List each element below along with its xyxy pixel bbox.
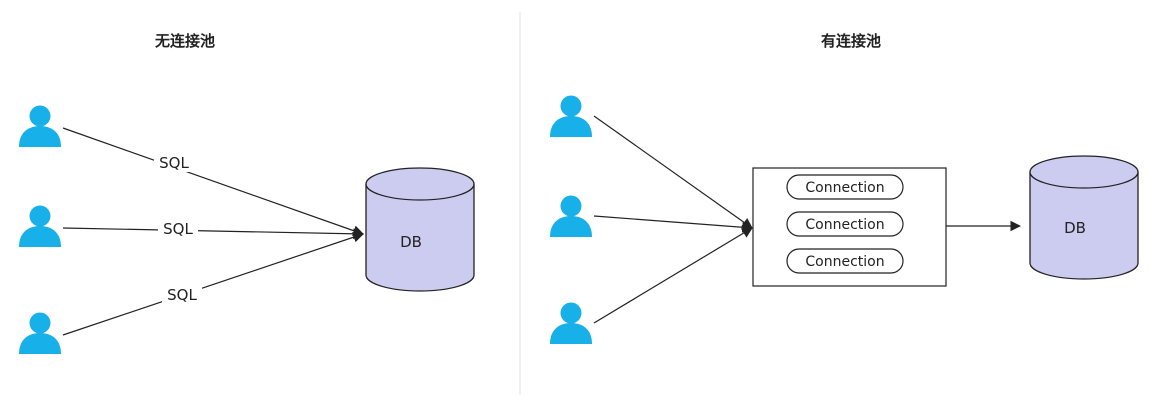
- sql-label: SQL: [167, 286, 197, 304]
- sql-arrow: [62, 231, 365, 336]
- database-cylinder-left: [365, 167, 475, 292]
- db-label: DB: [1064, 219, 1086, 237]
- user-icon: [19, 312, 61, 354]
- connection-label: Connection: [805, 254, 884, 270]
- sql-label-bg: [162, 284, 202, 304]
- connection-pill: [786, 211, 904, 237]
- sql-label: SQL: [159, 154, 189, 172]
- sql-arrow: [62, 127, 365, 236]
- connection-pill: [786, 174, 904, 200]
- user-icon: [550, 302, 592, 344]
- user-icon: [19, 105, 61, 147]
- request-arrow: [593, 115, 753, 229]
- connection-label: Connection: [805, 217, 884, 233]
- sql-label-bg: [154, 152, 194, 172]
- sql-arrow: [62, 227, 365, 240]
- connection-pill: [786, 248, 904, 274]
- sql-label: SQL: [163, 220, 193, 238]
- database-cylinder-right: [1029, 155, 1139, 280]
- db-label: DB: [400, 233, 422, 251]
- request-arrow: [593, 227, 753, 324]
- connection-label: Connection: [805, 180, 884, 196]
- sql-label-bg: [158, 218, 198, 238]
- user-icon: [550, 95, 592, 137]
- right-panel-title: 有连接池: [821, 32, 881, 50]
- user-icon: [550, 195, 592, 237]
- user-icon: [19, 205, 61, 247]
- left-panel-title: 无连接池: [154, 32, 215, 50]
- request-arrow: [593, 215, 754, 233]
